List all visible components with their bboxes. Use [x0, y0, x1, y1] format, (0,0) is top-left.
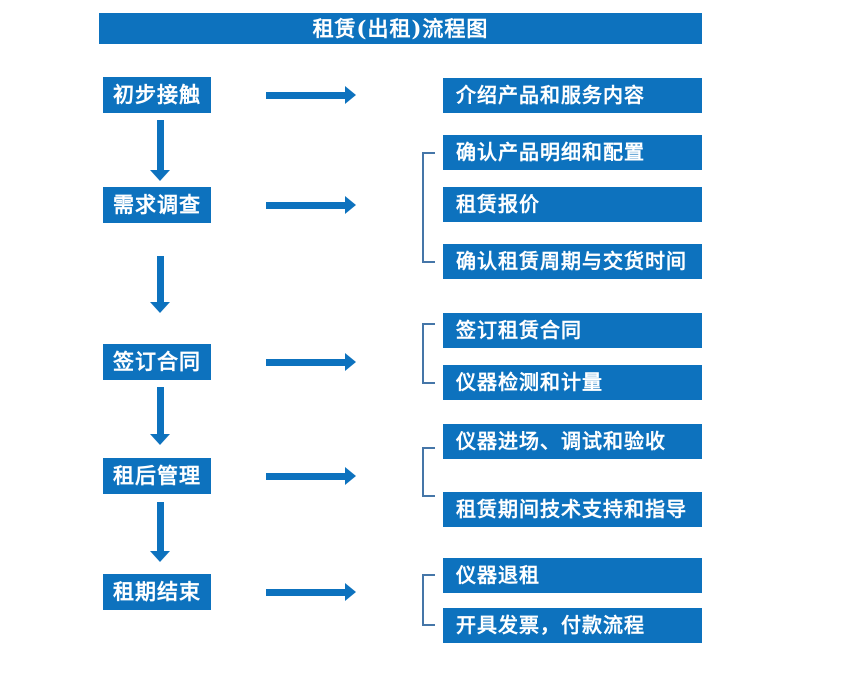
- right-arrow-icon: [266, 196, 356, 214]
- arrow-head: [345, 196, 356, 214]
- arrow-head: [150, 302, 170, 313]
- arrow-head: [150, 434, 170, 445]
- arrow-head: [345, 86, 356, 104]
- arrow-shaft: [157, 120, 164, 170]
- arrow-shaft: [266, 202, 346, 209]
- flowchart-title: 租赁(出租)流程图: [99, 13, 702, 44]
- right-arrow-icon: [266, 467, 356, 485]
- group-bracket: [422, 323, 435, 384]
- arrow-head: [345, 353, 356, 371]
- step-box-sign-contract: 签订合同: [103, 344, 211, 380]
- arrow-shaft: [157, 387, 164, 434]
- right-arrow-icon: [266, 86, 356, 104]
- step-box-post-rental-management: 租后管理: [103, 458, 211, 494]
- arrow-shaft: [266, 359, 346, 366]
- arrow-head: [150, 170, 170, 181]
- group-bracket: [422, 447, 435, 497]
- step-box-initial-contact: 初步接触: [103, 77, 211, 113]
- detail-box-invoice-payment: 开具发票，付款流程: [443, 608, 702, 643]
- down-arrow-icon: [150, 502, 171, 562]
- right-arrow-icon: [266, 583, 356, 601]
- group-bracket: [422, 152, 435, 263]
- arrow-head: [345, 467, 356, 485]
- down-arrow-icon: [150, 387, 171, 445]
- group-bracket: [422, 574, 435, 626]
- detail-box-sign-rental-contract: 签订租赁合同: [443, 313, 702, 348]
- arrow-head: [150, 551, 170, 562]
- down-arrow-icon: [150, 256, 171, 313]
- detail-box-instrument-inspection: 仪器检测和计量: [443, 365, 702, 400]
- arrow-shaft: [266, 92, 346, 99]
- detail-box-confirm-product-details: 确认产品明细和配置: [443, 135, 702, 170]
- detail-box-introduce-products-services: 介绍产品和服务内容: [443, 78, 702, 113]
- arrow-shaft: [157, 502, 164, 551]
- arrow-shaft: [266, 589, 346, 596]
- right-arrow-icon: [266, 353, 356, 371]
- detail-box-technical-support: 租赁期间技术支持和指导: [443, 492, 702, 527]
- detail-box-rental-quotation: 租赁报价: [443, 187, 702, 222]
- arrow-shaft: [266, 473, 346, 480]
- down-arrow-icon: [150, 120, 171, 181]
- arrow-shaft: [157, 256, 164, 302]
- step-box-rental-end: 租期结束: [103, 574, 211, 610]
- arrow-head: [345, 583, 356, 601]
- detail-box-instrument-return: 仪器退租: [443, 558, 702, 593]
- step-box-demand-survey: 需求调查: [103, 187, 211, 223]
- detail-box-confirm-rental-period: 确认租赁周期与交货时间: [443, 244, 702, 279]
- detail-box-instrument-setup-acceptance: 仪器进场、调试和验收: [443, 424, 702, 459]
